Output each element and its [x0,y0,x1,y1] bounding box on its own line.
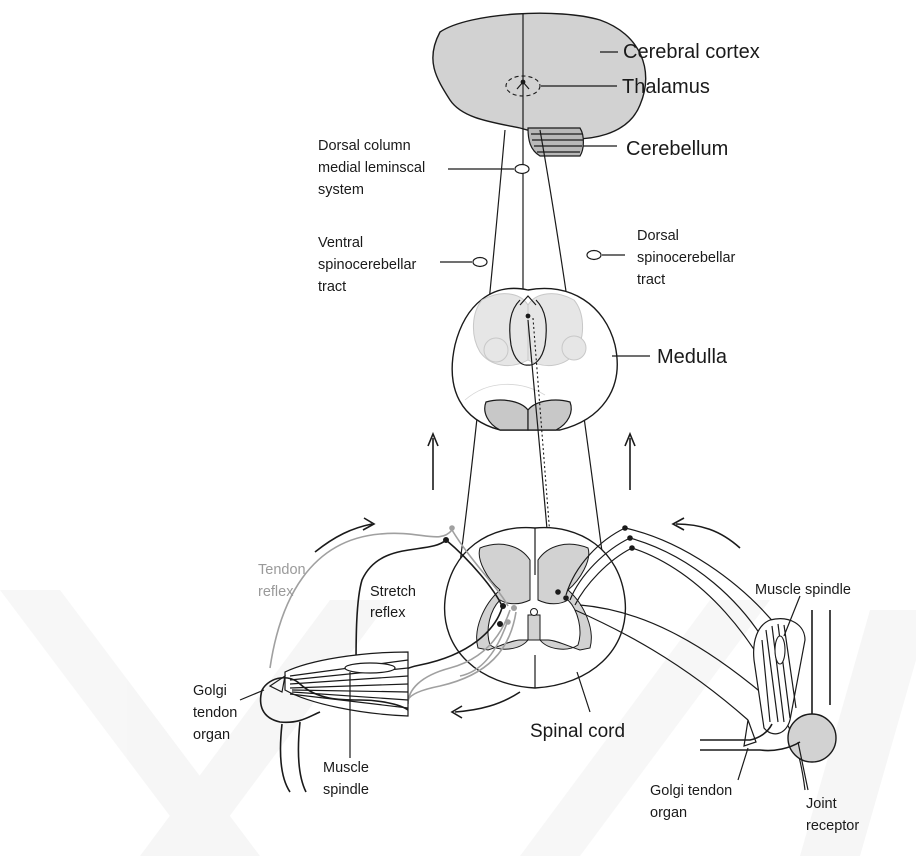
label-dorsal-column-2: medial leminscal [318,160,425,176]
curved-arrow-top-left [315,524,372,552]
label-joint-receptor-2: receptor [806,818,859,834]
label-dorsal-spino-3: tract [637,272,665,288]
label-muscle-spindle-left-2: spindle [323,782,369,798]
label-ventral-3: tract [318,279,346,295]
label-muscle-spindle-left-1: Muscle [323,760,369,776]
label-golgi-right-2: organ [650,805,687,821]
label-golgi-left-1: Golgi [193,683,227,699]
label-dorsal-spino-1: Dorsal [637,228,679,244]
label-spinal-cord: Spinal cord [530,721,625,742]
label-cerebellum: Cerebellum [626,138,728,160]
ascending-arrow-right [625,434,635,490]
label-ventral-1: Ventral [318,235,363,251]
right-muscle [754,619,805,734]
curved-arrow-top-right [676,524,740,548]
label-stretch-reflex-2: reflex [370,605,406,621]
cerebellum [528,128,583,156]
label-medulla: Medulla [657,346,728,368]
label-cerebral-cortex: Cerebral cortex [623,41,760,63]
curved-arrow-bottom [455,692,520,712]
label-golgi-left-2: tendon [193,705,237,721]
label-tendon-reflex-1: Tendon [258,562,306,578]
label-golgi-right-1: Golgi tendon [650,783,732,799]
right-muscle-spindle [775,636,785,664]
label-thalamus: Thalamus [622,76,710,98]
dorsal-tract-marker [587,251,601,260]
dorsal-column-marker [515,165,529,174]
label-tendon-reflex-2: reflex [258,584,294,600]
label-ventral-2: spinocerebellar [318,257,417,273]
ventral-tract-marker [473,258,487,267]
left-muscle-spindle [345,663,395,673]
cerebral-cortex [433,13,646,139]
leader-spinal-cord [577,672,590,712]
label-dorsal-column-1: Dorsal column [318,138,411,154]
label-dorsal-column-3: system [318,182,364,198]
ascending-arrow-left [428,434,438,490]
joint-capsule [788,714,836,762]
label-dorsal-spino-2: spinocerebellar [637,250,736,266]
label-stretch-reflex-1: Stretch [370,584,416,600]
label-golgi-left-3: organ [193,727,230,743]
medulla [452,288,617,430]
label-muscle-spindle-right: Muscle spindle [755,582,851,598]
leader-golgi-right [738,748,748,780]
label-joint-receptor-1: Joint [806,796,837,812]
